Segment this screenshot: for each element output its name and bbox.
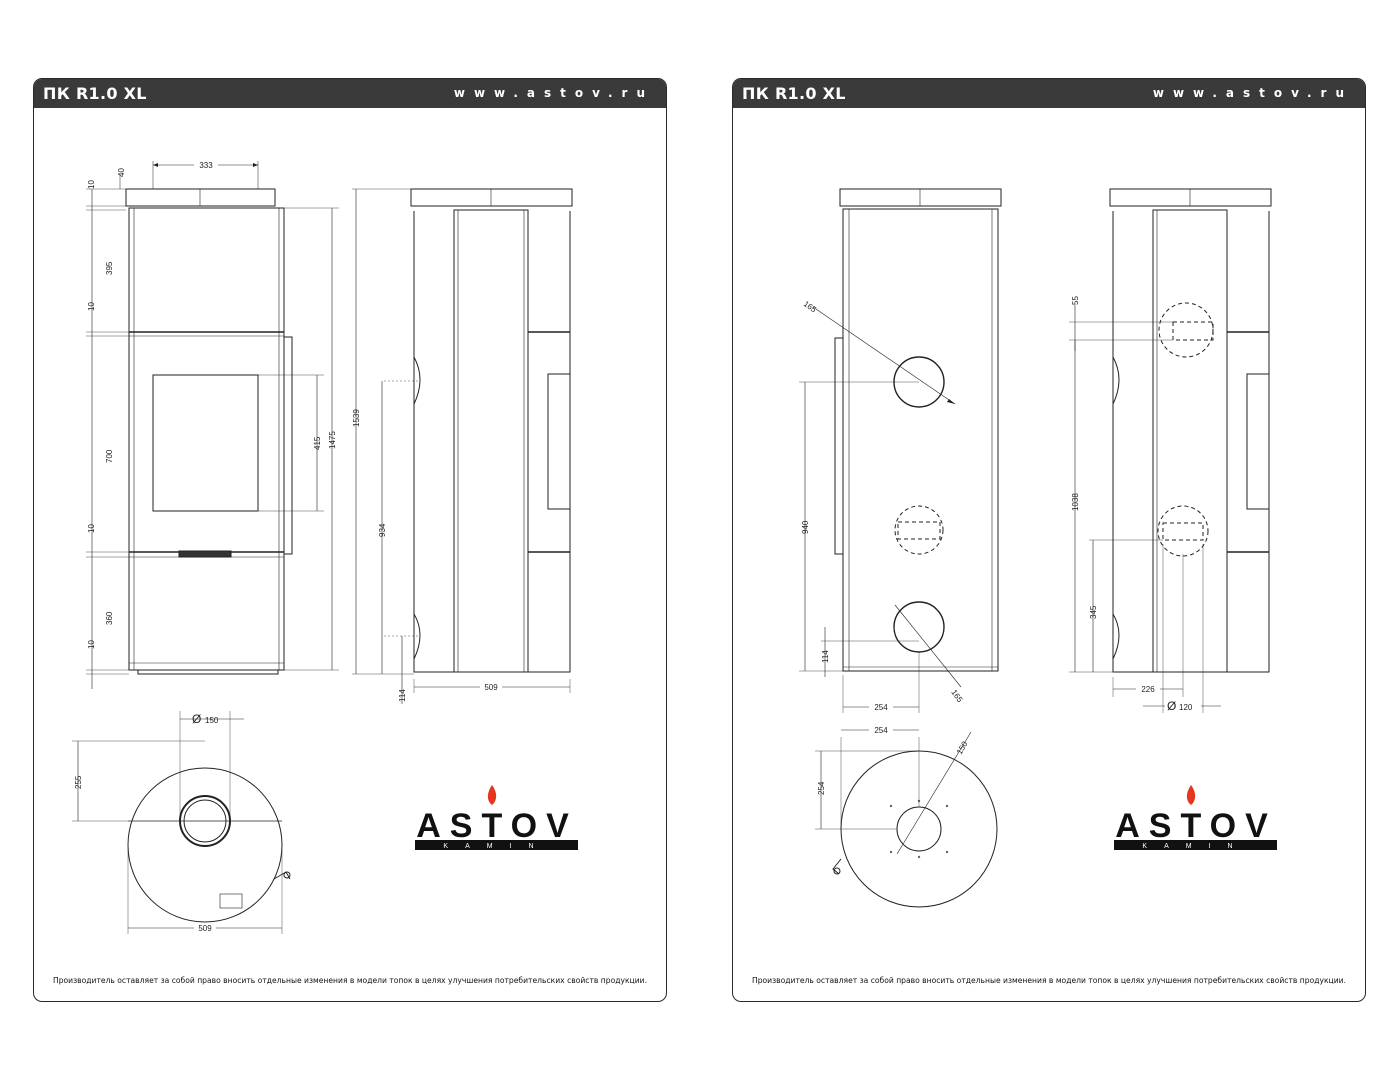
dim-1038: 1038 (1071, 493, 1080, 511)
dim-round-509: 509 (198, 924, 212, 933)
dim-10c: 10 (87, 524, 96, 533)
dim-150: 150 (955, 739, 970, 756)
logo-sub: KAMIN (443, 843, 550, 850)
dim-700: 700 (105, 449, 114, 463)
dim-395: 395 (105, 261, 114, 275)
dim-55: 55 (1071, 296, 1080, 305)
dim-1539: 1539 (352, 409, 361, 427)
disclaimer-text: Производитель оставляет за собой право в… (52, 976, 647, 985)
logo-brand: ASTOV (416, 807, 578, 845)
logo-sub: KAMIN (1142, 843, 1249, 850)
sheet-header: ПК R1.0 XL www.astov.ru (34, 79, 666, 108)
model-title: ПК R1.0 XL (43, 84, 147, 103)
dim-114: 114 (821, 650, 830, 663)
diameter-symbol: Ø (1167, 699, 1176, 713)
flame-icon (487, 785, 497, 805)
dim-254-b: 254 (874, 726, 888, 735)
website-link[interactable]: www.astov.ru (453, 86, 654, 100)
rear-view: 165 165 940 114 254 (799, 188, 1002, 713)
dim-1475: 1475 (328, 431, 337, 449)
dim-940: 940 (801, 520, 810, 534)
astov-logo: ASTOV KAMIN (415, 785, 578, 850)
technical-drawing: 333 10 40 395 10 700 10 360 10 (72, 160, 578, 934)
drawing-sheet-front-side: ПК R1.0 XL www.astov.ru 33 (33, 78, 667, 1002)
dim-10b: 10 (87, 302, 96, 311)
drawing-sheet-connections: ПК R1.0 XL www.astov.ru 165 165 (732, 78, 1366, 1002)
dim-360: 360 (105, 611, 114, 625)
flame-icon (1186, 785, 1196, 805)
diameter-symbol: Ø (192, 712, 201, 726)
dim-114: 114 (398, 689, 407, 702)
dim-top-width: 333 (199, 161, 213, 170)
dim-345: 345 (1089, 605, 1098, 619)
logo-brand: ASTOV (1115, 807, 1277, 845)
side-view: 1539 934 114 509 (352, 188, 573, 704)
dim-glass-415: 415 (313, 436, 322, 450)
disclaimer-text: Производитель оставляет за собой право в… (751, 976, 1346, 985)
dim-165-a: 165 (802, 299, 819, 314)
model-title: ПК R1.0 XL (742, 84, 846, 103)
website-link[interactable]: www.astov.ru (1152, 86, 1353, 100)
dim-226: 226 (1141, 685, 1155, 694)
side-view-connections: 55 1038 345 226 Ø 120 (1069, 188, 1272, 713)
dim-165-b: 165 (949, 688, 964, 705)
dim-10d: 10 (87, 640, 96, 649)
sheet-header: ПК R1.0 XL www.astov.ru (733, 79, 1365, 108)
dim-254-a: 254 (874, 703, 888, 712)
dim-depth-509: 509 (484, 683, 498, 692)
dim-255: 255 (74, 775, 83, 789)
dim-120: 120 (1179, 703, 1193, 712)
dim-40: 40 (117, 168, 126, 177)
top-view: Ø 150 255 509 (72, 711, 291, 934)
dim-254-c: 254 (817, 781, 826, 795)
technical-drawing: 165 165 940 114 254 (799, 188, 1277, 908)
dim-934: 934 (378, 523, 387, 537)
dim-flue-150: 150 (205, 716, 219, 725)
astov-logo: ASTOV KAMIN (1114, 785, 1277, 850)
bottom-view: 150 254 254 (815, 725, 998, 908)
dim-10a: 10 (87, 180, 96, 189)
front-view: 333 10 40 395 10 700 10 360 10 (86, 160, 339, 689)
